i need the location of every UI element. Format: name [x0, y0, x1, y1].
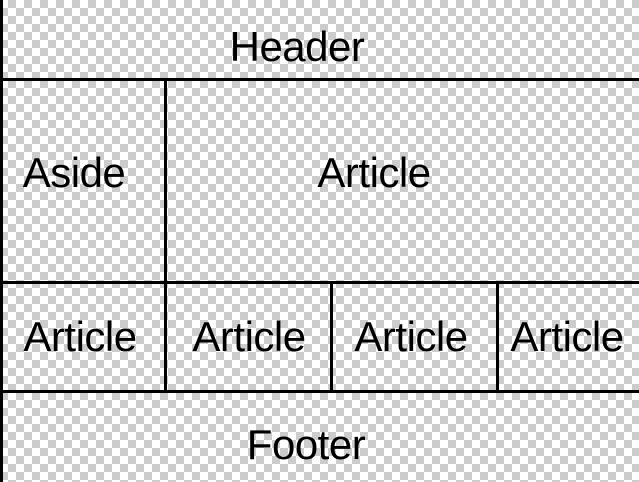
- main-article-label: Article: [317, 149, 431, 196]
- header-bottom-line: [0, 78, 639, 81]
- border-left-line: [0, 0, 3, 482]
- row-article-label-4: Article: [510, 313, 624, 360]
- aside-label: Aside: [22, 149, 126, 196]
- row-article-label-2: Article: [192, 313, 306, 360]
- row-article-label-1: Article: [23, 313, 137, 360]
- header-label: Header: [229, 23, 365, 70]
- row-article-label-3: Article: [354, 313, 468, 360]
- article-row-top-line: [0, 281, 639, 284]
- article-row-divider-2: [330, 281, 333, 392]
- article-row-divider-3: [496, 281, 499, 392]
- footer-label: Footer: [246, 421, 366, 468]
- aside-divider-line: [164, 78, 167, 392]
- footer-top-line: [0, 390, 639, 393]
